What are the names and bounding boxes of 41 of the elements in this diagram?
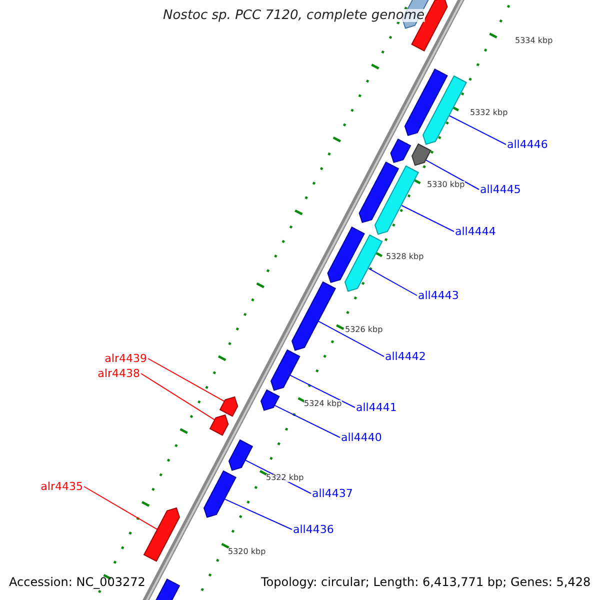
gene-feature: [220, 396, 238, 416]
gene-label: alr4439: [104, 353, 147, 364]
leader-line: [448, 115, 506, 145]
gene-feature: [422, 76, 466, 145]
gene-feature: [375, 166, 419, 235]
gene-feature: [229, 440, 252, 470]
tick-label: 5320 kbp: [228, 548, 266, 556]
gene-label: all4443: [418, 290, 459, 301]
gene-feature: [204, 471, 236, 518]
gene-feature: [292, 282, 336, 350]
tick-label: 5330 kbp: [427, 181, 465, 189]
leader-line: [274, 404, 340, 438]
gene-label: all4442: [385, 351, 426, 362]
tick-label: 5334 kbp: [515, 37, 553, 45]
gene-label: all4445: [480, 184, 521, 195]
leader-line: [140, 373, 216, 420]
gene-label: alr4438: [98, 368, 140, 379]
leader-line: [425, 160, 480, 190]
gene-label: all4440: [341, 432, 382, 443]
leader-line: [318, 320, 384, 357]
leader-line: [290, 374, 356, 408]
gene-label: all4441: [356, 402, 397, 413]
leader-line: [148, 358, 225, 402]
gene-feature: [345, 235, 383, 292]
gene-label: all4444: [455, 226, 496, 237]
leader-line: [368, 268, 418, 296]
leader-line: [84, 486, 158, 530]
leader-line: [224, 498, 292, 530]
gene-label: alr4435: [40, 481, 83, 492]
tick-label: 5322 kbp: [266, 474, 304, 482]
genome-summary-text: Topology: circular; Length: 6,413,771 bp; Genes: 5,428: [261, 576, 591, 588]
gene-feature: [260, 390, 279, 410]
gene-feature: [412, 144, 430, 166]
gene-label: all4436: [293, 524, 334, 535]
gene-feature: [210, 414, 228, 435]
gene-feature: [144, 508, 180, 561]
gene-feature: [271, 350, 300, 390]
leader-line: [401, 205, 454, 232]
title: Nostoc sp. PCC 7120, complete genome: [163, 9, 425, 22]
gene-label: all4437: [312, 488, 353, 499]
gene-label: all4446: [507, 139, 548, 150]
